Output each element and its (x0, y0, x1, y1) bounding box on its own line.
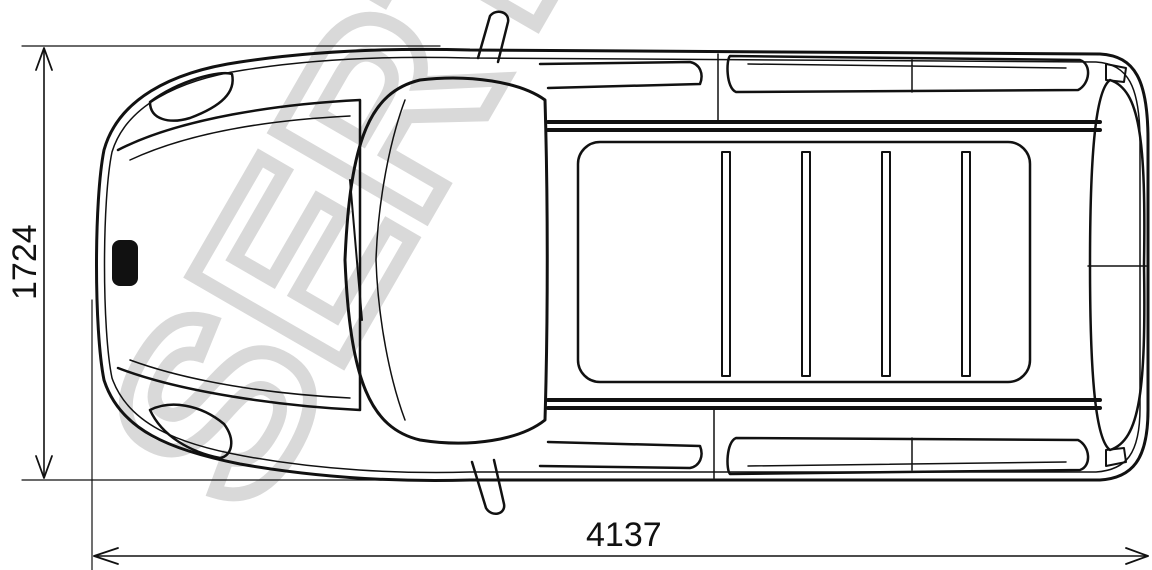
headlight-bottom (148, 403, 233, 460)
hood-crease (129, 115, 351, 399)
side-window-bottom-rear (726, 436, 1090, 476)
rear-light-top (1105, 63, 1127, 83)
side-window-top-front (538, 60, 703, 90)
side-window-bottom-rear-inner (747, 437, 1067, 471)
crossbar-2 (801, 151, 811, 377)
height-dimension: 1724 (6, 45, 441, 481)
height-arrow-top (35, 47, 53, 71)
front-emblem (112, 240, 138, 286)
crossbar-1 (721, 151, 731, 377)
side-window-top-rear-inner (747, 59, 1067, 93)
watermark: SERT (47, 0, 636, 553)
wiper (349, 179, 363, 321)
roof-panel (576, 140, 1032, 384)
rear-hatch (1088, 78, 1146, 452)
width-arrow-left (93, 547, 119, 565)
mirror-left (476, 10, 510, 64)
body-outline (95, 47, 1150, 482)
height-dimension-label: 1724 (6, 224, 44, 300)
side-window-bottom-front (538, 440, 703, 470)
vehicle-body (95, 10, 1150, 516)
crossbar-3 (881, 151, 891, 377)
side-window-top-rear (726, 54, 1090, 94)
rear-light-bottom (1105, 447, 1127, 467)
hood (116, 98, 362, 412)
windshield (343, 76, 549, 445)
crossbar-4 (961, 151, 971, 377)
headlight-top (148, 71, 234, 122)
body-inner-outline (103, 56, 1141, 474)
height-arrow-bottom (35, 455, 53, 479)
roof-rail-bottom (546, 398, 1102, 410)
width-dimension: 4137 (91, 299, 1149, 570)
roof-crossbars (721, 151, 971, 377)
width-arrow-right (1125, 547, 1149, 565)
watermark-text: SERT (54, 0, 629, 546)
width-dimension-label: 4137 (586, 516, 662, 554)
windshield-inner (375, 99, 406, 421)
roof-rail-top (546, 120, 1102, 132)
mirror-right (470, 458, 506, 516)
